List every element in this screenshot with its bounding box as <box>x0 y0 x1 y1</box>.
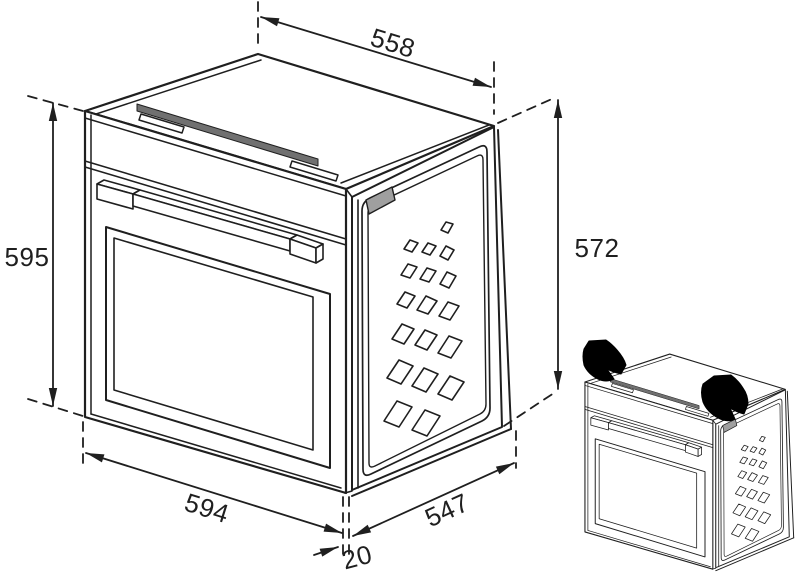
dim-label-door-protrusion: 20 <box>339 539 376 576</box>
dim-label-rear-height: 572 <box>575 233 620 263</box>
top-grip-slot-left <box>138 113 185 134</box>
dim-label-body-depth: 547 <box>420 487 473 533</box>
oven-mitts <box>582 339 749 422</box>
dim-label-top-width: 558 <box>367 22 419 64</box>
side-vent-diamonds <box>383 221 465 437</box>
oven-mitt-right-icon <box>701 374 749 422</box>
dim-line-body-depth <box>352 462 515 537</box>
door-handle <box>96 179 324 264</box>
dim-label-front-height: 595 <box>5 242 50 272</box>
dim-leader-door-protrusion <box>313 546 339 557</box>
side-vent-tab <box>365 186 396 215</box>
oven-drawing-large <box>83 52 512 497</box>
control-panel-separator <box>84 160 347 246</box>
dim-label-front-width: 594 <box>181 487 233 529</box>
oven-drawing-small <box>584 353 795 572</box>
extension-lines <box>27 1 555 557</box>
door-top-shade-strip <box>136 103 319 167</box>
top-grip-slot-right <box>289 160 339 182</box>
oven-front-face <box>83 109 348 495</box>
oven-mitt-left-icon <box>582 339 627 382</box>
dim-line-front-width <box>85 452 343 534</box>
oven-side-face <box>344 126 512 497</box>
dim-line-top-width <box>260 16 492 88</box>
